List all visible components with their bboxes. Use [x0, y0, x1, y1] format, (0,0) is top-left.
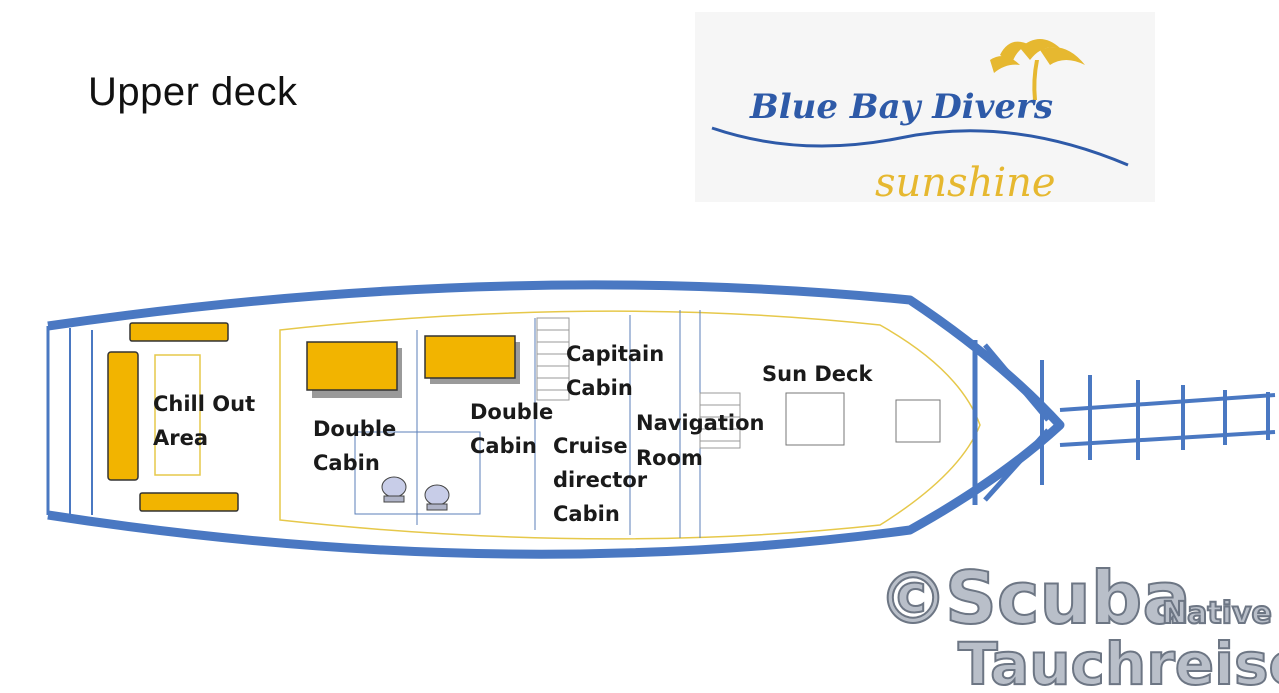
page-title: Upper deck	[88, 70, 298, 114]
watermark-line2: Tauchreisen	[958, 630, 1279, 693]
navigation-room-label-2: Room	[636, 446, 703, 470]
sun-deck-label: Sun Deck	[762, 362, 873, 386]
watermark: © Scuba Native Tauchreisen	[877, 555, 1279, 693]
brand-logo: Blue Bay Divers sunshine	[695, 12, 1155, 206]
chill-out-label-1: Chill Out	[153, 392, 255, 416]
chill-out-label-2: Area	[153, 426, 208, 450]
palm-tree-icon	[990, 39, 1085, 100]
brand-name: Blue Bay Divers	[749, 87, 1053, 127]
chairs	[381, 476, 450, 511]
cruise-director-label-3: Cabin	[553, 502, 620, 526]
double-cabin-a-label-1: Double	[313, 417, 396, 441]
cruise-director-label-2: director	[553, 468, 648, 492]
watermark-line1-small: Native	[1162, 596, 1272, 631]
brand-subname: sunshine	[875, 160, 1056, 206]
copyright-icon: ©	[878, 558, 948, 640]
cabin-walls	[354, 310, 941, 538]
double-cabin-a-label-2: Cabin	[313, 451, 380, 475]
chill-out-furniture	[107, 322, 239, 512]
cruise-director-label-1: Cruise	[553, 434, 628, 458]
double-cabin-b-label-2: Cabin	[470, 434, 537, 458]
beds	[306, 335, 520, 398]
double-cabin-b-label-1: Double	[470, 400, 553, 424]
hull	[46, 280, 1276, 559]
navigation-room-label-1: Navigation	[636, 411, 764, 435]
capitain-cabin-label-2: Cabin	[566, 376, 633, 400]
capitain-cabin-label-1: Capitain	[566, 342, 664, 366]
watermark-line1: Scuba	[945, 556, 1191, 640]
wave-icon	[711, 126, 1129, 167]
